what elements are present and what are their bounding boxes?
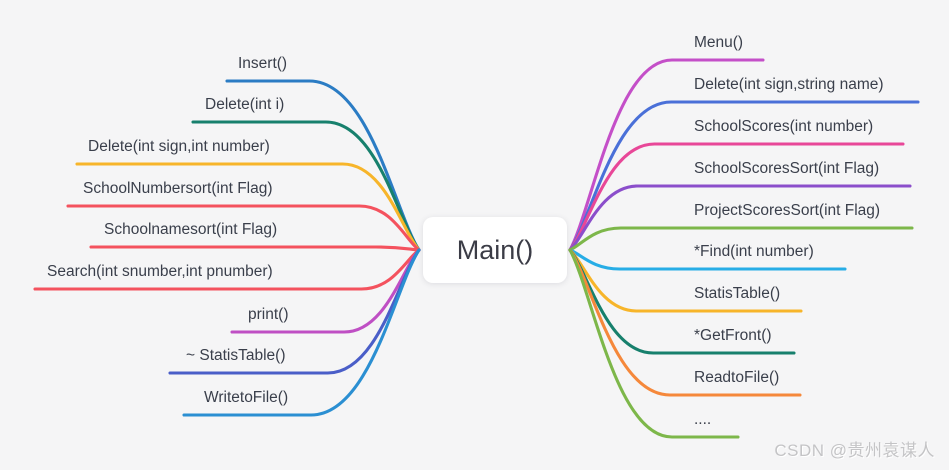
- branch-line: [89, 245, 421, 252]
- central-topic-label: Main(): [456, 234, 534, 265]
- branch-line: [66, 204, 421, 252]
- branch-label[interactable]: ....: [694, 411, 712, 428]
- branch-label[interactable]: StatisTable(): [694, 285, 781, 302]
- branch-label[interactable]: *GetFront(): [694, 327, 772, 344]
- watermark: CSDN @贵州袁谋人: [774, 441, 935, 460]
- branch-line: [182, 248, 421, 417]
- branch-label[interactable]: Delete(int sign,string name): [694, 76, 884, 93]
- branch-label[interactable]: Search(int snumber,int pnumber): [47, 263, 273, 280]
- central-topic-node[interactable]: Main(): [423, 217, 567, 283]
- branch-line: [568, 58, 765, 252]
- branch-label[interactable]: print(): [248, 306, 289, 323]
- branch-line: [75, 162, 421, 252]
- branch-label[interactable]: ProjectScoresSort(int Flag): [694, 202, 881, 219]
- branch-line: [568, 226, 914, 252]
- branch-label[interactable]: Schoolnamesort(int Flag): [104, 221, 278, 238]
- branch-label[interactable]: SchoolScoresSort(int Flag): [694, 160, 880, 177]
- branch-label[interactable]: ReadtoFile(): [694, 369, 780, 386]
- branch-line: [568, 248, 802, 397]
- branch-line: [568, 184, 912, 252]
- branch-label[interactable]: SchoolNumbersort(int Flag): [83, 180, 273, 197]
- branch-label[interactable]: Insert(): [238, 55, 288, 72]
- branch-label[interactable]: ~ StatisTable(): [186, 347, 286, 364]
- branch-label[interactable]: WritetoFile(): [204, 389, 289, 406]
- branch-line: [568, 248, 740, 439]
- branch-label[interactable]: *Find(int number): [694, 243, 814, 260]
- branch-label[interactable]: Delete(int i): [205, 96, 285, 113]
- branch-label[interactable]: SchoolScores(int number): [694, 118, 874, 135]
- branch-label[interactable]: Delete(int sign,int number): [88, 138, 270, 155]
- branch-label[interactable]: Menu(): [694, 34, 744, 51]
